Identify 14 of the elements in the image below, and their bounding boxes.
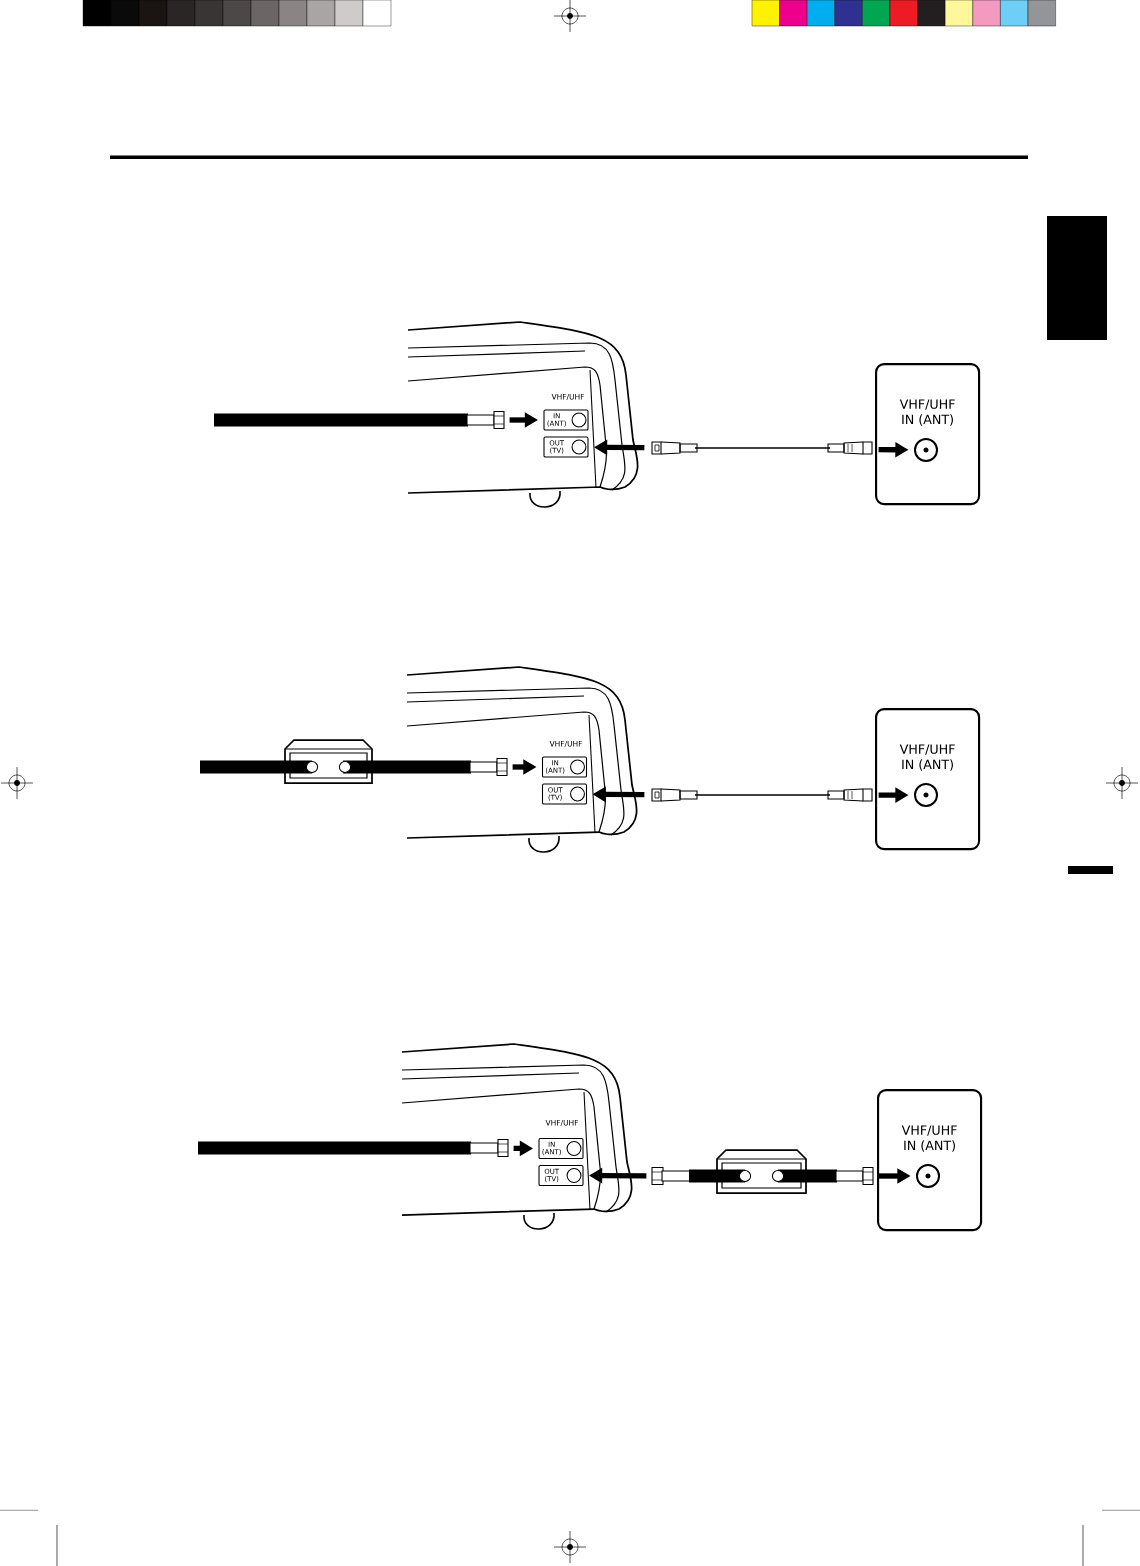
tv-antenna-terminal: VHF/UHF IN (ANT) — [877, 1089, 983, 1232]
tv-antenna-terminal: VHF/UHF IN (ANT) — [875, 708, 981, 851]
tv-antenna-terminal: VHF/UHF IN (ANT) — [875, 363, 981, 506]
coaxial-cable — [651, 1166, 752, 1186]
coaxial-cable — [651, 441, 873, 455]
coaxial-cable — [651, 788, 873, 802]
antenna-jack — [914, 783, 938, 807]
antenna-jack — [914, 438, 938, 462]
coaxial-cable — [343, 757, 508, 777]
coaxial-cable — [214, 410, 505, 430]
coaxial-cable — [198, 1138, 509, 1158]
antenna-jack — [916, 1164, 940, 1188]
coaxial-cable — [771, 1166, 874, 1186]
coaxial-cable — [200, 760, 312, 774]
